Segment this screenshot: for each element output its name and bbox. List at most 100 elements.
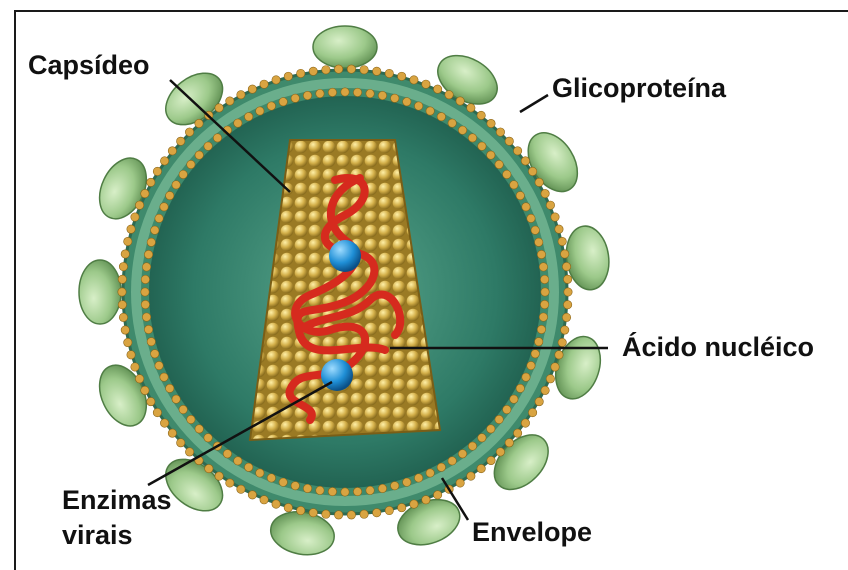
lipid-head	[496, 128, 504, 136]
lipid-head	[166, 191, 174, 199]
lipid-head	[291, 482, 299, 490]
lipid-head	[539, 263, 547, 271]
lipid-head	[316, 486, 324, 494]
lipid-head	[535, 178, 543, 186]
lipid-head	[297, 506, 305, 514]
lipid-head	[118, 288, 126, 296]
lipid-head	[513, 429, 521, 437]
lipid-head	[272, 500, 280, 508]
lipid-head	[179, 405, 187, 413]
lipid-head	[468, 442, 476, 450]
lipid-head	[334, 65, 342, 73]
lipid-head	[558, 338, 566, 346]
lipid-head	[328, 487, 336, 495]
lipid-head	[121, 326, 129, 334]
lipid-head	[142, 263, 150, 271]
lipid-head	[195, 425, 203, 433]
lipid-head	[540, 275, 548, 283]
lipid-head	[353, 487, 361, 495]
lipid-head	[467, 472, 475, 480]
lipid-head	[551, 213, 559, 221]
lipid-head	[458, 126, 466, 134]
lipid-head	[478, 142, 486, 150]
lipid-head	[397, 72, 405, 80]
lipid-head	[540, 300, 548, 308]
lipid-head	[328, 88, 336, 96]
lipid-head	[385, 69, 393, 77]
lipid-head	[118, 301, 126, 309]
lipid-head	[248, 85, 256, 93]
lipid-head	[141, 288, 149, 296]
lipid-head	[353, 88, 361, 96]
lipid-head	[205, 464, 213, 472]
lipid-head	[505, 439, 513, 447]
lipid-head	[385, 506, 393, 514]
lipid-head	[551, 363, 559, 371]
lipid-head	[561, 250, 569, 258]
lipid-head	[422, 496, 430, 504]
lipid-head	[322, 510, 330, 518]
lipid-head	[160, 373, 168, 381]
lipid-head	[155, 214, 163, 222]
lipid-head	[322, 66, 330, 74]
lipid-head	[256, 107, 264, 115]
lipid-head	[195, 151, 203, 159]
lipid-head	[204, 434, 212, 442]
lipid-head	[546, 201, 554, 209]
lipid-head	[477, 111, 485, 119]
lipid-head	[135, 201, 143, 209]
lipid-head	[204, 142, 212, 150]
lipid-head	[244, 113, 252, 121]
lipid-head	[124, 338, 132, 346]
lipid-head	[144, 250, 152, 258]
lipid-head	[555, 225, 563, 233]
lipid-head	[177, 439, 185, 447]
lipid-head	[166, 384, 174, 392]
lipid-head	[144, 325, 152, 333]
lipid-head	[528, 408, 536, 416]
lipid-head	[168, 147, 176, 155]
lipid-head	[168, 429, 176, 437]
lipid-head	[124, 237, 132, 245]
lipid-head	[185, 128, 193, 136]
lipid-head	[516, 384, 524, 392]
lipid-head	[153, 167, 161, 175]
lipid-head	[234, 457, 242, 465]
lipid-head	[403, 478, 411, 486]
lipid-head	[433, 491, 441, 499]
enzymes-label-line2: virais	[62, 520, 133, 550]
lipid-head	[477, 464, 485, 472]
lipid-head	[347, 65, 355, 73]
lipid-head	[303, 484, 311, 492]
lipid-head	[141, 189, 149, 197]
lipid-head	[347, 511, 355, 519]
lipid-head	[147, 238, 155, 246]
lipid-head	[223, 450, 231, 458]
lipid-head	[531, 226, 539, 234]
lipid-head	[135, 375, 143, 383]
lipid-head	[437, 113, 445, 121]
lipid-head	[539, 313, 547, 321]
lipid-head	[516, 191, 524, 199]
lipid-head	[373, 67, 381, 75]
lipid-head	[541, 189, 549, 197]
lipid-head	[458, 450, 466, 458]
lipid-head	[141, 300, 149, 308]
lipid-head	[422, 80, 430, 88]
lipid-head	[316, 89, 324, 97]
lipid-head	[448, 457, 456, 465]
lipid-head	[244, 463, 252, 471]
lipid-head	[260, 496, 268, 504]
lipid-head	[237, 485, 245, 493]
lipid-head	[555, 351, 563, 359]
lipid-head	[426, 107, 434, 115]
glycoprotein-knob	[313, 26, 377, 68]
lipid-head	[341, 488, 349, 496]
lipid-head	[172, 181, 180, 189]
lipid-head	[119, 262, 127, 270]
lipid-head	[341, 88, 349, 96]
lipid-head	[562, 262, 570, 270]
lipid-head	[513, 147, 521, 155]
lipid-head	[564, 288, 572, 296]
lipid-head	[522, 373, 530, 381]
